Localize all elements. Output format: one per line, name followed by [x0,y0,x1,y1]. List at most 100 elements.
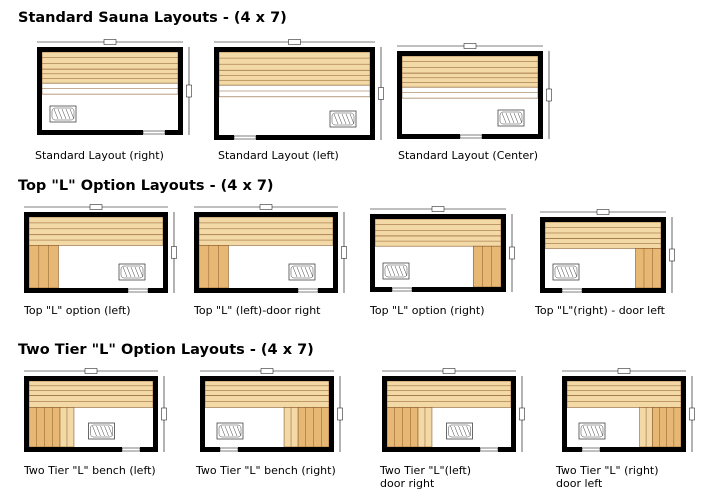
wall-bottom [140,447,158,452]
heater-stone [345,113,351,125]
bench [218,51,371,71]
wall-bottom [370,287,392,292]
bench [472,245,502,288]
dimension-tag [288,39,301,45]
wall-top [24,376,158,381]
heater-stone [300,266,306,278]
wall-top [200,376,334,381]
wall-left [540,217,545,293]
heater-stone [138,266,144,278]
section-title-top-l: Top "L" Option Layouts - (4 x 7) [18,178,274,194]
heater-stone [292,266,298,278]
wall-bottom [256,135,375,140]
dimension-tag [442,368,456,374]
heater-stone [130,266,136,278]
heater-stone [598,425,604,437]
wall-top [562,376,686,381]
heater-stone [513,112,519,124]
heater-guard [580,424,604,438]
caption-top-l-right: Top "L" option (right) [370,304,485,317]
dimension-tag [596,209,610,215]
wall-left [397,51,402,139]
heater-stone [232,425,238,437]
wall-bottom [200,447,220,452]
heater-stone [104,425,109,437]
heater-stone [65,108,71,120]
wall-right [370,47,375,140]
wall-left [24,376,29,452]
caption-standard-left: Standard Layout (left) [218,149,339,162]
heater-guard [331,112,355,126]
wall-bottom [498,447,516,452]
dimension-tag [161,407,167,421]
wall-top [397,51,543,56]
wall-right [333,212,338,293]
bench [218,69,371,86]
wall-bottom [194,288,298,293]
wall-bottom [482,134,543,139]
heater-stone [96,425,101,437]
section-title-standard: Standard Sauna Layouts - (4 x 7) [18,10,287,26]
wall-left [24,212,29,293]
heater-stone [458,425,463,437]
wall-bottom [382,447,480,452]
caption-top-l-right-door-left: Top "L"(right) - door left [535,304,665,317]
heater-stone [308,266,314,278]
heater-stone [337,113,343,125]
heater-stone [228,425,234,437]
wall-right [681,376,686,452]
door [561,288,583,293]
wall-top [194,212,338,217]
wall-bottom [24,447,122,452]
floor-plan-two-tier-right [196,368,344,457]
heater-stone [61,108,67,120]
dimension-tag [546,88,552,102]
heater-stone [505,112,511,124]
caption-line-1: Two Tier "L"(left) [380,464,471,477]
dimension-tag [89,204,103,210]
dimension-tag [509,246,515,260]
heater-stone [57,108,63,120]
dimension-tag [617,368,631,374]
door [297,288,319,293]
wall-right [538,51,543,139]
heater-stone [466,425,471,437]
heater-stone [92,425,97,437]
caption-two-tier-left-door-right: Two Tier "L"(left) door right [380,464,471,490]
wall-right [153,376,158,452]
wall-top [540,217,666,222]
floor-plan-two-tier-right-door-left [558,368,696,457]
wall-right [163,212,168,293]
wall-right [501,214,506,292]
dimension-tag [259,204,273,210]
floor-plan-top-l-right-door-left [536,209,676,298]
wall-bottom [148,288,168,293]
dimension-tag [669,248,675,262]
dimension-tag [463,43,477,49]
wall-left [194,212,199,293]
heater-stone [586,425,592,437]
heater-stone [590,425,596,437]
bench [544,221,662,239]
dimension-tag [689,407,695,421]
wall-right [511,376,516,452]
floor-plan-standard-left [210,39,385,145]
floor-plan-top-l-left-door-right [190,204,348,298]
heater-stone [108,425,113,437]
heater-guard [90,424,113,438]
heater-stone [349,113,355,125]
dimension-tag [341,246,347,259]
floor-plan-standard-right [33,39,193,140]
heater-stone [236,425,242,437]
heater-stone [386,265,392,277]
heater-stone [560,266,566,278]
bench [198,216,334,236]
wall-top [214,47,375,52]
wall-bottom [165,130,183,135]
heater-stone [454,425,459,437]
wall-top [37,47,183,52]
wall-right [661,217,666,293]
wall-left [562,376,567,452]
heater-stone [568,266,574,278]
wall-bottom [562,447,582,452]
